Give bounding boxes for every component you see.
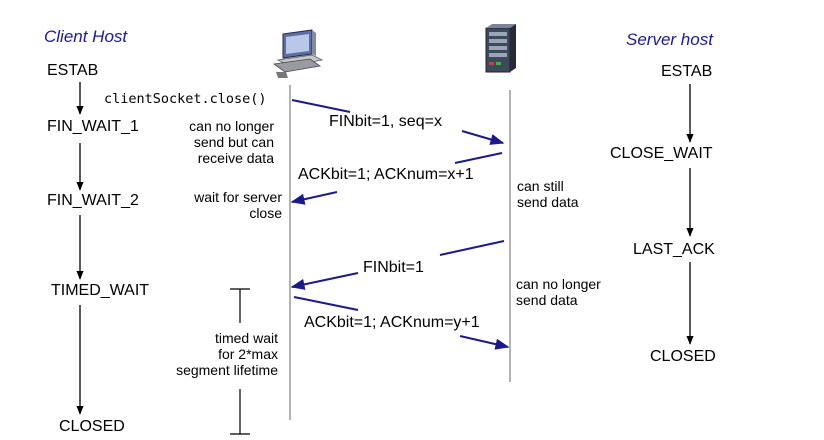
client-state-timed-wait: TIMED_WAIT	[51, 282, 150, 299]
note-line: send data	[517, 194, 579, 210]
server-tower-icon	[485, 24, 516, 73]
ack-server-message: ACKbit=1; ACKnum=x+1	[298, 166, 474, 183]
fin-client-message: FINbit=1, seq=x	[329, 113, 442, 130]
client-state-fin-wait-1: FIN_WAIT_1	[47, 118, 139, 135]
client-socket-close-call: clientSocket.close()	[104, 91, 267, 107]
note-line: can still	[517, 178, 564, 194]
server-can-still-send-note: can still send data	[517, 178, 579, 210]
note-line: can no longer	[189, 118, 274, 134]
ack-client-arrow-tip	[459, 335, 510, 350]
ack-server-arrow-top	[454, 152, 503, 164]
server-host-label: Server host	[626, 30, 713, 49]
fin-server-arrow-tip	[290, 272, 359, 290]
note-line: close	[249, 205, 282, 221]
fin-client-arrow-tip	[461, 130, 505, 145]
note-line: receive data	[197, 150, 274, 166]
ack-client-message: ACKbit=1; ACKnum=y+1	[304, 314, 480, 331]
client-state-estab: ESTAB	[47, 62, 99, 79]
note-line: send but can	[193, 134, 274, 150]
ack-server-arrow-tip	[290, 191, 338, 205]
client-host-label: Client Host	[44, 27, 128, 46]
note-line: send data	[516, 292, 578, 308]
note-line: timed wait	[214, 330, 278, 346]
server-state-estab: ESTAB	[661, 63, 713, 80]
server-state-closed: CLOSED	[650, 348, 716, 365]
client-cannot-send-note: can no longer send but can receive data	[172, 118, 274, 166]
fin-client-arrow	[291, 99, 351, 113]
note-line: for 2*max	[218, 346, 278, 362]
note-line: can no longer	[516, 276, 601, 292]
desktop-computer-icon	[272, 29, 324, 78]
ack-client-arrow-top	[293, 296, 359, 311]
note-line: segment lifetime	[176, 362, 278, 378]
server-state-last-ack: LAST_ACK	[633, 241, 715, 258]
wait-for-server-note: wait for server close	[170, 189, 282, 221]
note-line: wait for server	[194, 189, 282, 205]
server-state-close-wait: CLOSE_WAIT	[610, 145, 713, 162]
fin-server-message: FINbit=1	[363, 259, 424, 276]
fin-server-arrow-top	[439, 240, 505, 256]
timed-wait-note: timed wait for 2*max segment lifetime	[150, 330, 278, 378]
client-state-closed: CLOSED	[59, 418, 125, 435]
server-no-longer-send-note: can no longer send data	[516, 276, 601, 308]
client-state-fin-wait-2: FIN_WAIT_2	[47, 192, 139, 209]
